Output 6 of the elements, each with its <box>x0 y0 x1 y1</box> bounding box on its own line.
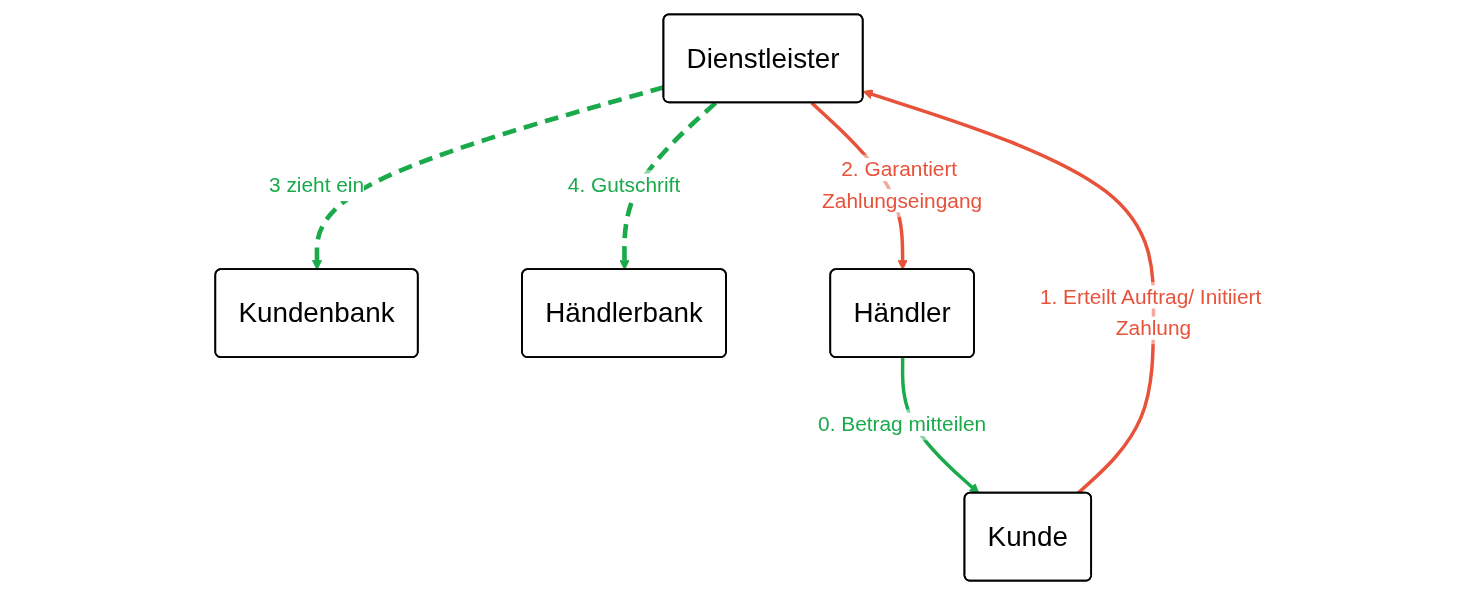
edge-label: 1. Erteilt Auftrag/ Initiiert Zahlung <box>1039 285 1261 340</box>
arrow <box>619 101 717 271</box>
edge-label: 4. Gutschrift <box>567 173 680 197</box>
edge-label: 2. Garantiert Zahlungseingang <box>821 157 982 213</box>
edge-label: 0. Betrag mitteilen <box>817 412 986 436</box>
edge-label: 3 zieht ein <box>268 173 364 197</box>
